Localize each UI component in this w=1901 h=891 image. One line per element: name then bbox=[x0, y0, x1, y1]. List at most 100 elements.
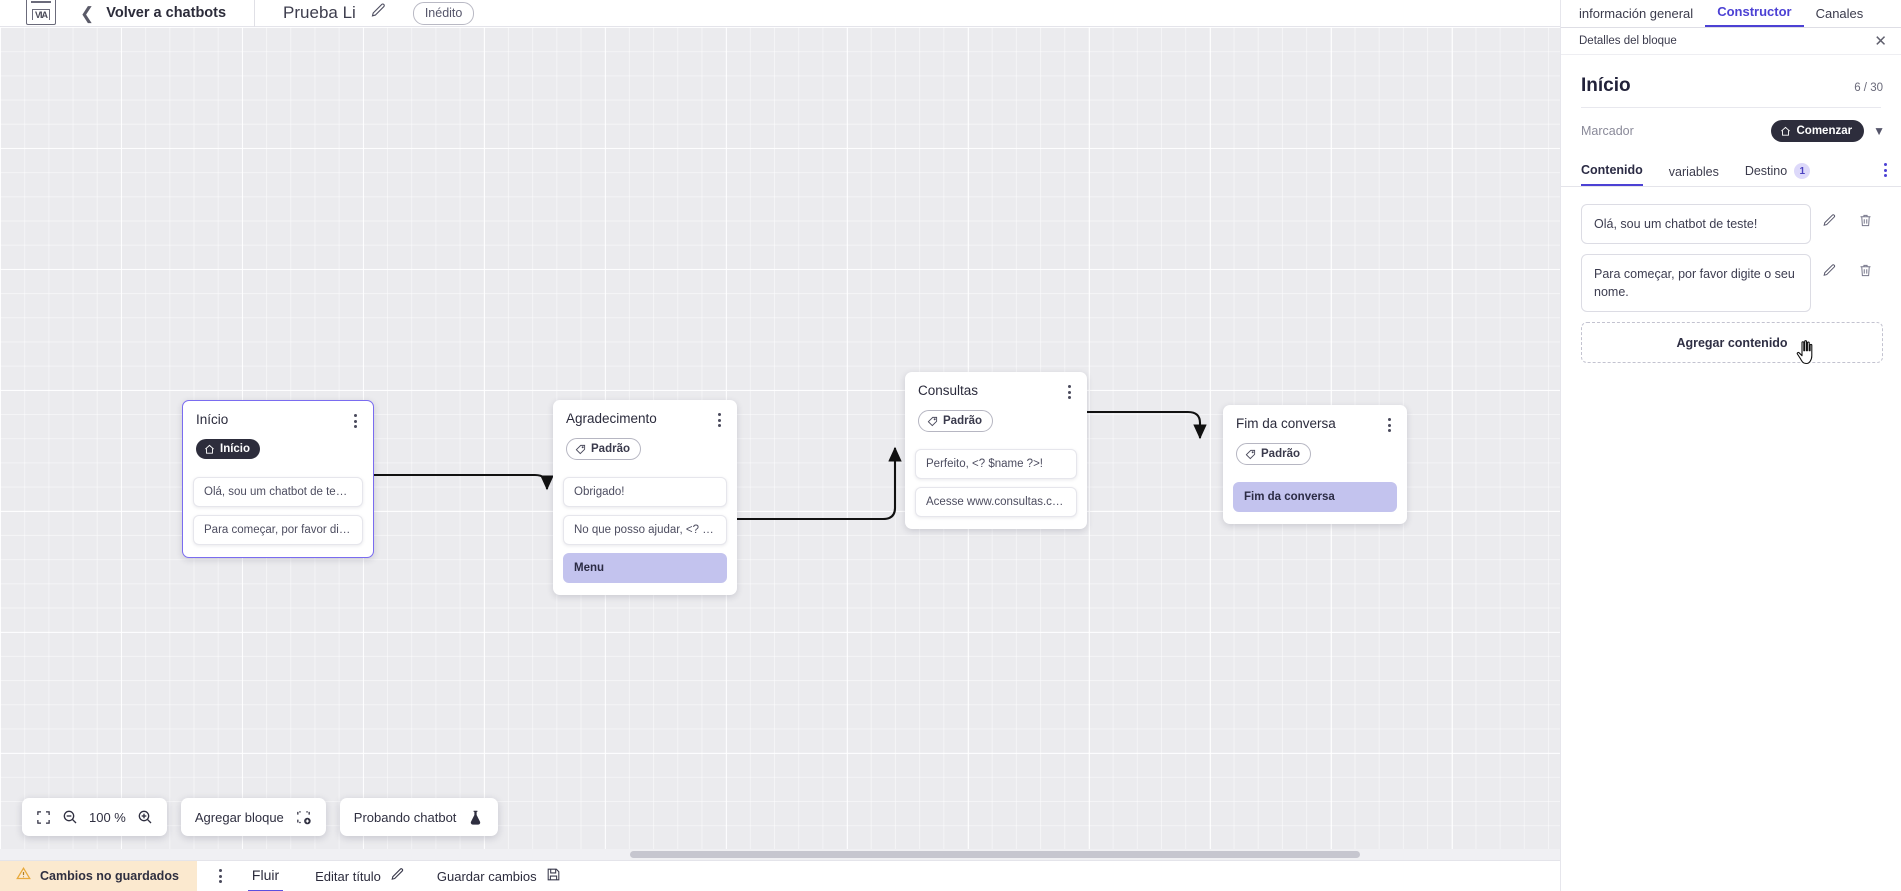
node-menu-button[interactable] bbox=[351, 412, 360, 430]
content-item-trash-icon[interactable] bbox=[1847, 254, 1883, 278]
tab-canales[interactable]: Canales bbox=[1815, 6, 1864, 21]
char-counter: 6 / 30 bbox=[1854, 82, 1883, 94]
node-body: Olá, sou um chatbot de teste! Para começ… bbox=[183, 476, 373, 557]
node-tag-badge[interactable]: Início bbox=[196, 439, 261, 459]
home-icon bbox=[205, 444, 214, 454]
tab-variables-label: variables bbox=[1668, 165, 1719, 179]
node-header: Fim da conversa Padrão bbox=[1223, 405, 1407, 474]
scrollbar-thumb[interactable] bbox=[630, 851, 1360, 858]
node-bubble-menu[interactable]: Menu bbox=[563, 553, 727, 583]
back-to-chatbots-link[interactable]: Volver a chatbots bbox=[106, 5, 227, 21]
bottom-status-bar: Cambios no guardados Fluir Editar título… bbox=[0, 860, 1560, 891]
content-item-trash-icon[interactable] bbox=[1847, 204, 1883, 228]
node-bubble[interactable]: Obrigado! bbox=[563, 477, 727, 507]
node-bubble[interactable]: No que posso ajudar, <? $name ... bbox=[563, 515, 727, 545]
content-item-edit-pencil-icon[interactable] bbox=[1811, 254, 1847, 278]
tag-icon bbox=[927, 416, 938, 426]
tag-icon bbox=[575, 444, 586, 454]
node-header: Agradecimento Padrão bbox=[553, 400, 737, 469]
flask-icon bbox=[467, 809, 484, 826]
content-item-edit-pencil-icon[interactable] bbox=[1811, 204, 1847, 228]
flow-canvas[interactable]: Início Início Olá, sou um chatbot de tes… bbox=[0, 27, 1560, 860]
status-badge: Inédito bbox=[412, 1, 475, 25]
panel-title-row: Início 6 / 30 bbox=[1561, 55, 1901, 107]
node-title: Agradecimento bbox=[566, 411, 657, 426]
canvas-horizontal-scrollbar[interactable] bbox=[0, 849, 1560, 860]
node-tag-badge[interactable]: Padrão bbox=[566, 438, 641, 460]
node-header: Consultas Padrão bbox=[905, 372, 1087, 441]
canvas-toolbar: 100 % Agregar bloque bbox=[22, 798, 499, 836]
panel-content-list: Olá, sou um chatbot de teste! Para começ… bbox=[1561, 187, 1901, 364]
home-icon bbox=[1780, 126, 1790, 136]
tab-constructor[interactable]: Constructor bbox=[1705, 4, 1804, 27]
panel-top-tabs: información general Constructor Canales bbox=[1561, 0, 1901, 28]
tab-informacion-general[interactable]: información general bbox=[1579, 6, 1694, 21]
destino-count-badge: 1 bbox=[1794, 163, 1811, 179]
marcador-chip: Comenzar bbox=[1770, 120, 1865, 142]
node-bubble[interactable]: Acesse www.consultas.com par... bbox=[915, 487, 1077, 517]
node-menu-button[interactable] bbox=[715, 411, 724, 429]
logo-text: VIA bbox=[31, 9, 50, 20]
tab-contenido[interactable]: Contenido bbox=[1581, 163, 1643, 186]
node-title: Consultas bbox=[918, 383, 979, 398]
marcador-value: Comenzar bbox=[1796, 125, 1853, 137]
node-bubble[interactable]: Para começar, por favor digite o ... bbox=[193, 514, 363, 545]
document-title: Prueba Li bbox=[283, 3, 356, 22]
close-icon[interactable]: ✕ bbox=[1874, 32, 1887, 50]
marcador-label: Marcador bbox=[1581, 124, 1634, 138]
tab-destino-label: Destino bbox=[1744, 164, 1788, 178]
zoom-out-icon[interactable] bbox=[62, 809, 78, 825]
edit-title-text: Editar título bbox=[315, 868, 381, 884]
node-menu-button[interactable] bbox=[1385, 416, 1394, 434]
block-details-panel: información general Constructor Canales … bbox=[1560, 0, 1901, 891]
pencil-icon bbox=[390, 867, 405, 885]
node-tag-label: Início bbox=[220, 443, 251, 455]
marcador-select[interactable]: Comenzar ▼ bbox=[1770, 120, 1885, 142]
node-title: Fim da conversa bbox=[1236, 416, 1336, 431]
add-block-button[interactable]: Agregar bloque bbox=[180, 798, 326, 836]
save-changes-text: Guardar cambios bbox=[436, 868, 537, 884]
content-item: Olá, sou um chatbot de teste! bbox=[1581, 204, 1883, 245]
node-menu-button[interactable] bbox=[1065, 383, 1074, 401]
save-changes-button[interactable]: Guardar cambios bbox=[437, 867, 561, 885]
status-menu-button[interactable] bbox=[218, 869, 222, 883]
panel-divider bbox=[1581, 107, 1881, 108]
content-item: Para começar, por favor digite o seu nom… bbox=[1581, 254, 1883, 313]
unsaved-changes-label: Cambios no guardados bbox=[40, 869, 179, 883]
tab-fluir[interactable]: Fluir bbox=[247, 861, 284, 891]
toolbar-divider bbox=[254, 0, 256, 27]
flow-node-inicio[interactable]: Início Início Olá, sou um chatbot de tes… bbox=[182, 400, 374, 558]
app-logo[interactable]: VIA bbox=[26, 0, 56, 25]
node-tag-label: Padrão bbox=[943, 415, 982, 427]
fit-screen-icon[interactable] bbox=[36, 810, 51, 825]
zoom-in-icon[interactable] bbox=[137, 809, 153, 825]
unsaved-changes-indicator: Cambios no guardados bbox=[0, 860, 197, 891]
panel-subheader-label: Detalles del bloque bbox=[1579, 35, 1677, 47]
flow-node-consultas[interactable]: Consultas Padrão Perfeito, <? $name ?>! … bbox=[905, 372, 1087, 529]
tab-variables[interactable]: variables bbox=[1669, 165, 1719, 186]
test-chatbot-button[interactable]: Probando chatbot bbox=[339, 798, 499, 836]
node-tag-badge[interactable]: Padrão bbox=[918, 410, 993, 432]
panel-tabs-menu-button[interactable] bbox=[1884, 163, 1887, 177]
zoom-level-label: 100 % bbox=[89, 809, 126, 825]
edit-title-button[interactable]: Editar título bbox=[315, 867, 405, 885]
node-tag-badge[interactable]: Padrão bbox=[1236, 443, 1311, 465]
marcador-row: Marcador Comenzar ▼ bbox=[1561, 108, 1901, 154]
back-chevron-icon[interactable]: ❮ bbox=[80, 3, 95, 23]
chevron-down-icon: ▼ bbox=[1873, 124, 1885, 138]
zoom-controls: 100 % bbox=[22, 798, 167, 836]
node-bubble-end[interactable]: Fim da conversa bbox=[1233, 482, 1397, 512]
node-body: Fim da conversa bbox=[1223, 482, 1407, 524]
content-item-text[interactable]: Para começar, por favor digite o seu nom… bbox=[1581, 254, 1811, 313]
add-block-label: Agregar bloque bbox=[194, 809, 284, 825]
node-bubble[interactable]: Olá, sou um chatbot de teste! bbox=[193, 476, 363, 507]
flow-node-fim-da-conversa[interactable]: Fim da conversa Padrão Fim da conversa bbox=[1223, 405, 1407, 524]
panel-subheader: Detalles del bloque ✕ bbox=[1561, 28, 1901, 55]
content-item-text[interactable]: Olá, sou um chatbot de teste! bbox=[1581, 204, 1811, 245]
edit-title-pencil-icon[interactable] bbox=[370, 2, 387, 24]
flow-node-agradecimento[interactable]: Agradecimento Padrão Obrigado! No que po… bbox=[553, 400, 737, 595]
add-content-button[interactable]: Agregar contenido bbox=[1581, 322, 1883, 364]
save-disk-icon bbox=[546, 867, 561, 885]
node-bubble[interactable]: Perfeito, <? $name ?>! bbox=[915, 449, 1077, 479]
tab-destino[interactable]: Destino 1 bbox=[1744, 163, 1811, 186]
